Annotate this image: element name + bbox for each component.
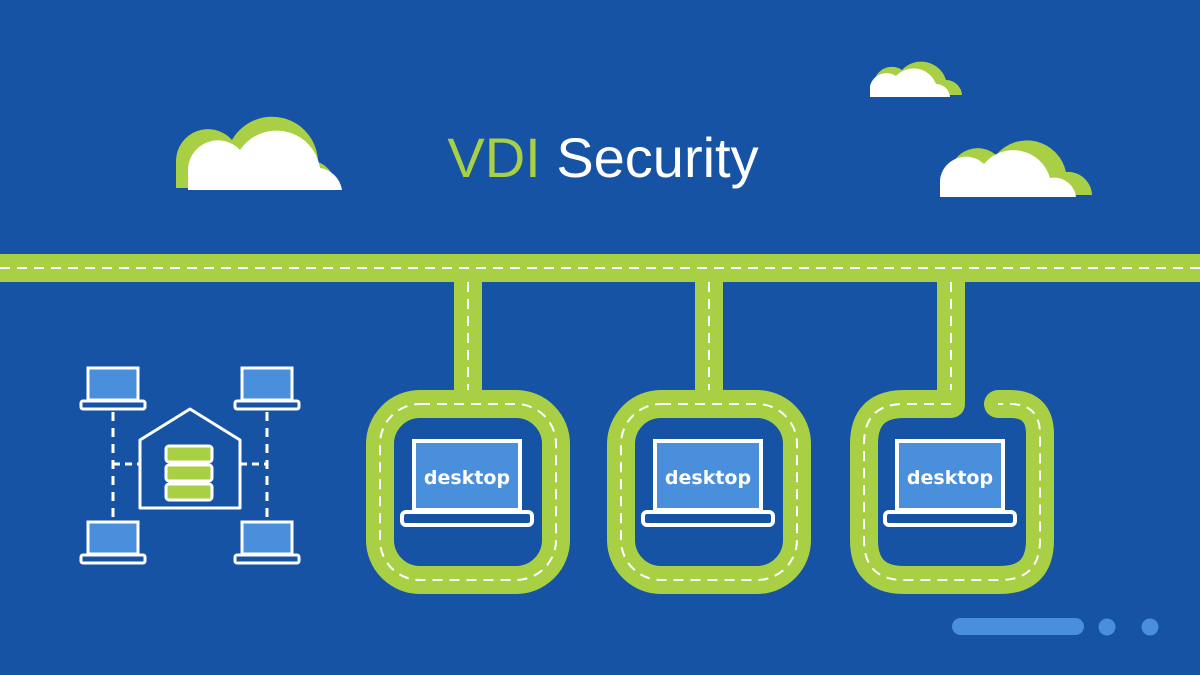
title-suffix: Security bbox=[556, 126, 758, 189]
laptop-icon bbox=[883, 439, 1017, 527]
cloud-icon bbox=[176, 116, 342, 190]
laptop-icon bbox=[400, 439, 534, 527]
title-prefix: VDI bbox=[447, 126, 540, 189]
desktop-loop-road bbox=[850, 390, 1054, 594]
warehouse-server-icon bbox=[138, 407, 242, 510]
desktop-loop-road bbox=[607, 390, 811, 594]
desktop-label: desktop bbox=[665, 467, 751, 489]
desktop-label: desktop bbox=[907, 467, 993, 489]
laptop-icon bbox=[79, 366, 147, 411]
branch-road bbox=[695, 280, 723, 404]
desktop-label: desktop bbox=[424, 467, 510, 489]
cloud-icon bbox=[870, 61, 962, 97]
slide-progress-indicator bbox=[952, 618, 1159, 636]
on-premise-network bbox=[79, 366, 301, 565]
branch-road bbox=[454, 280, 482, 404]
desktop-laptop[interactable]: desktop bbox=[400, 439, 534, 527]
desktop-laptop[interactable]: desktop bbox=[641, 439, 775, 527]
laptop-icon bbox=[79, 520, 147, 565]
cloud-icon bbox=[940, 140, 1092, 197]
desktop-loop-road bbox=[366, 390, 570, 594]
laptop-icon bbox=[641, 439, 775, 527]
branch-road bbox=[937, 280, 965, 404]
laptop-icon bbox=[233, 520, 301, 565]
page-title: VDI Security bbox=[447, 126, 758, 189]
desktop-laptop[interactable]: desktop bbox=[883, 439, 1017, 527]
main-road bbox=[0, 254, 1200, 282]
laptop-icon bbox=[233, 366, 301, 411]
